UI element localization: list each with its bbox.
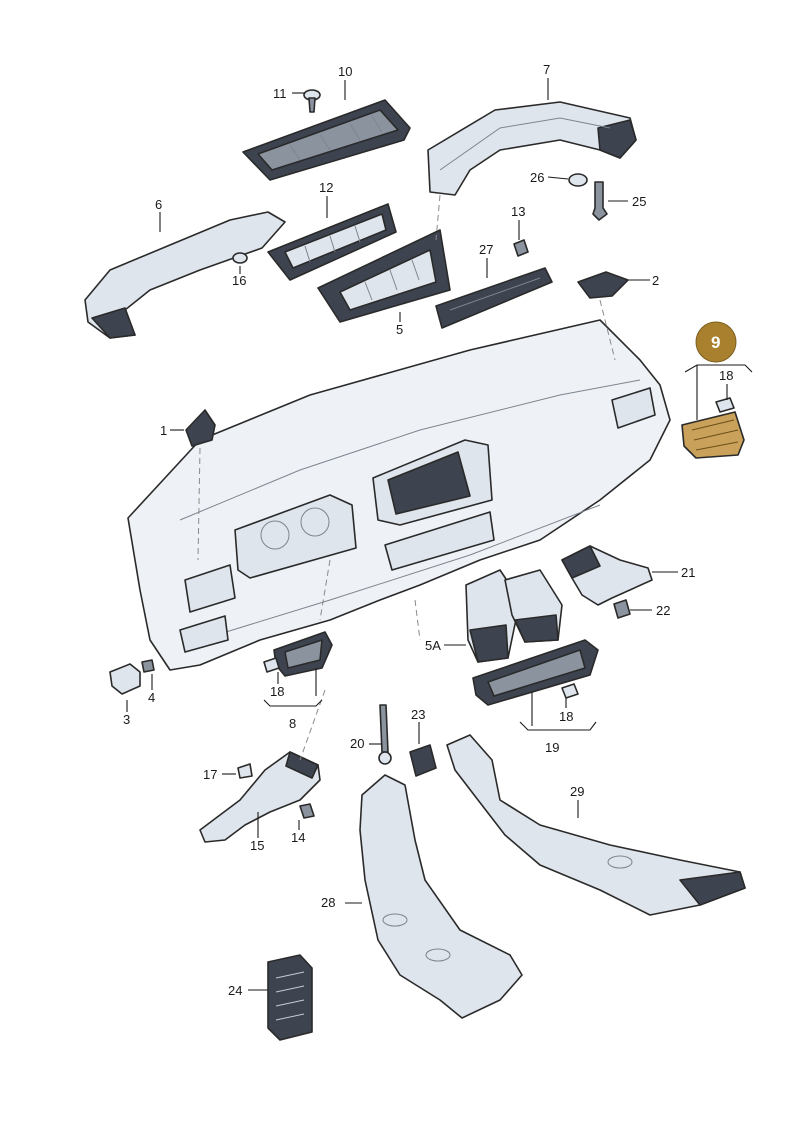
label-6: 6 [155, 197, 162, 212]
part-12-vent-frame [267, 203, 397, 281]
part-23-plug [409, 744, 437, 777]
label-12: 12 [319, 180, 333, 195]
label-28: 28 [321, 895, 335, 910]
part-21-air-duct [561, 545, 653, 606]
label-14: 14 [291, 830, 305, 845]
label-5A: 5A [425, 638, 441, 653]
label-5: 5 [396, 322, 403, 337]
part-15-footwell-duct-left [199, 751, 321, 843]
part-24-grille [267, 954, 313, 1041]
label-3: 3 [123, 712, 130, 727]
label-15: 15 [250, 838, 264, 853]
part-25-bolt [592, 181, 608, 221]
label-24: 24 [228, 983, 242, 998]
label-20: 20 [350, 736, 364, 751]
label-18-left: 18 [270, 684, 284, 699]
callout-labels: 10 11 7 12 6 26 25 13 27 16 2 5 9 18 1 2… [123, 62, 733, 998]
label-11: 11 [273, 86, 287, 101]
part-18-clip-right [715, 397, 735, 413]
label-18-center: 18 [559, 709, 573, 724]
label-7: 7 [543, 62, 550, 77]
part-8-vent-left-lower [273, 631, 333, 677]
part-18-clip-center [561, 683, 579, 699]
dashboard-panel [127, 319, 671, 671]
part-20-bolt [378, 704, 392, 765]
part-27-defroster-vent [435, 267, 553, 329]
part-18-clip-left [263, 657, 280, 673]
part-1-side-vent-left [185, 409, 216, 447]
part-9-badge [695, 321, 737, 363]
part-11-screw [303, 89, 321, 113]
part-17-clip [237, 763, 253, 779]
label-23: 23 [411, 707, 425, 722]
label-29: 29 [570, 784, 584, 799]
label-21: 21 [681, 565, 695, 580]
label-2: 2 [652, 273, 659, 288]
label-18-right: 18 [719, 368, 733, 383]
part-19-center-vent-lower [472, 639, 599, 706]
label-8: 8 [289, 716, 296, 731]
label-10: 10 [338, 64, 352, 79]
label-17: 17 [203, 767, 217, 782]
label-26: 26 [530, 170, 544, 185]
label-13: 13 [511, 204, 525, 219]
part-29-floor-duct-right [446, 734, 746, 916]
callout-leaders [126, 78, 753, 991]
part-5-center-vent-housing [317, 229, 451, 323]
part-7-air-duct-right [427, 101, 637, 196]
part-6-air-duct-left [84, 211, 286, 339]
part-22-screw [613, 599, 631, 619]
label-22: 22 [656, 603, 670, 618]
part-26-clip [568, 173, 588, 187]
part-4-clip [141, 659, 155, 673]
label-4: 4 [148, 690, 155, 705]
part-28-floor-duct-center [359, 774, 523, 1019]
part-13-clip [513, 239, 529, 257]
part-10-vent-grille [242, 99, 411, 181]
part-14-screw [299, 803, 315, 819]
label-1: 1 [160, 423, 167, 438]
label-19: 19 [545, 740, 559, 755]
label-16: 16 [232, 273, 246, 288]
part-5A-center-ducts [465, 569, 563, 663]
part-2-side-vent [577, 271, 629, 299]
label-27: 27 [479, 242, 493, 257]
part-9-air-vent-highlighted [681, 411, 745, 459]
part-16-clip [232, 252, 248, 264]
label-9: 9 [711, 333, 720, 352]
label-25: 25 [632, 194, 646, 209]
part-3-switch [109, 663, 141, 695]
